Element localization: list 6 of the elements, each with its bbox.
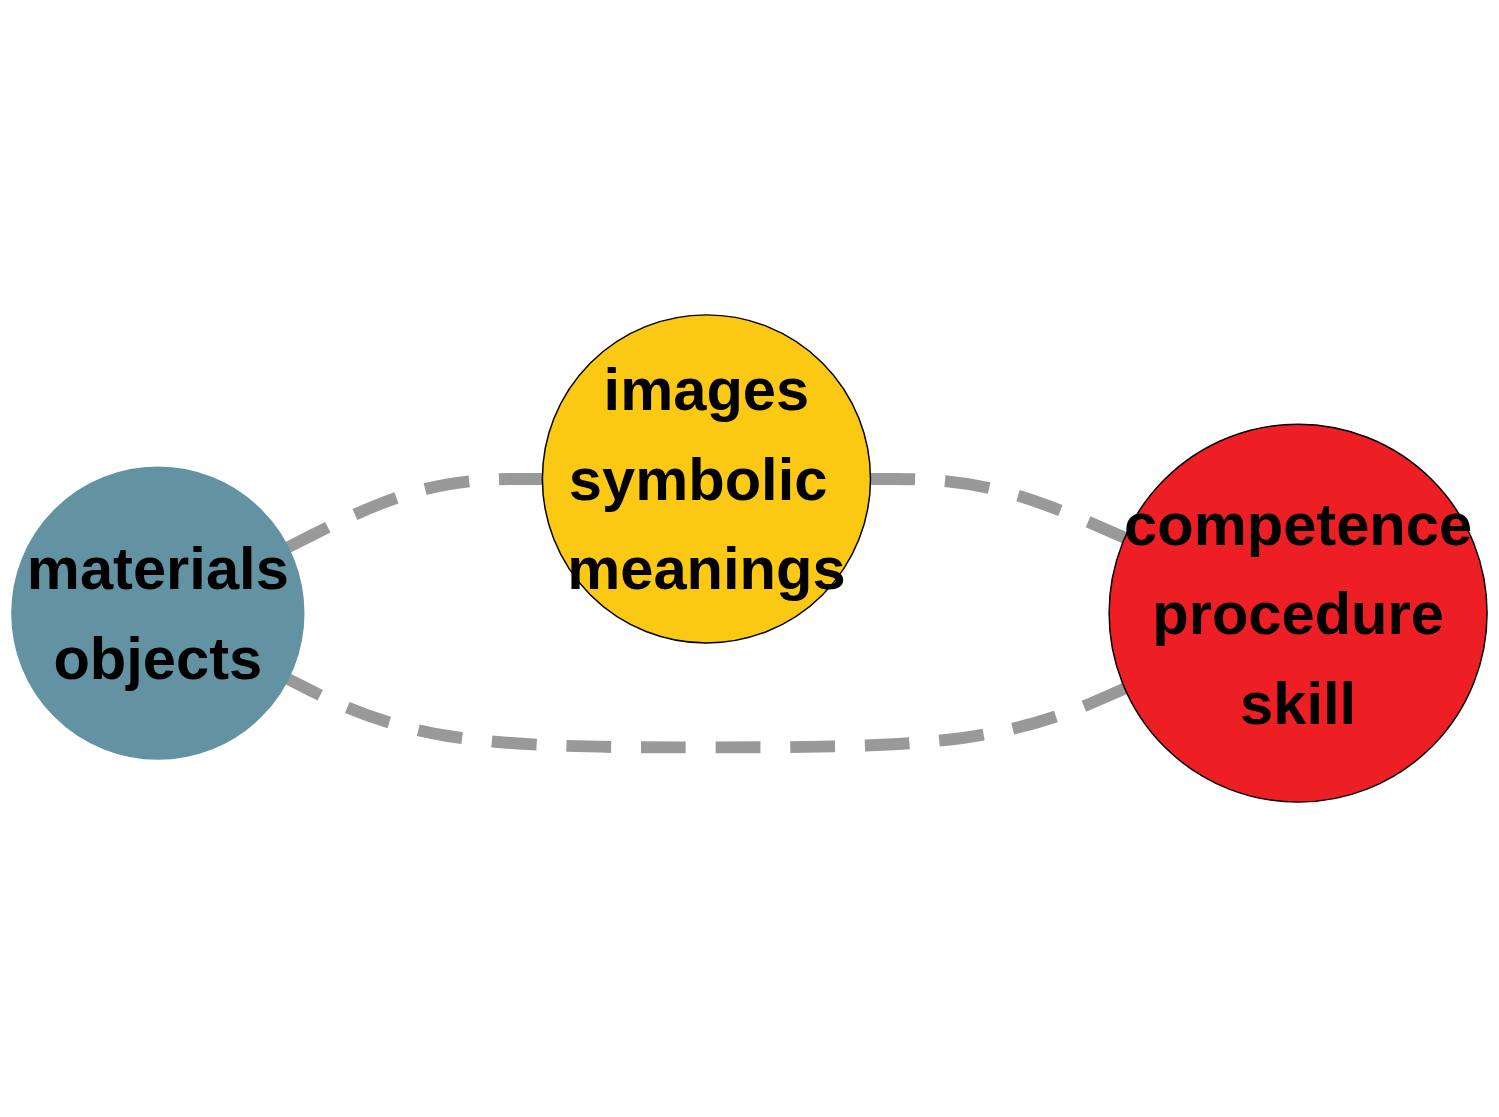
- node-circle: competence procedure skill: [1108, 423, 1488, 803]
- connector: [285, 673, 1128, 754]
- connector: [870, 472, 1128, 544]
- node-circle: materials objects: [11, 466, 305, 760]
- connector: [285, 472, 543, 553]
- node-circle: images symbolic meanings: [541, 314, 872, 644]
